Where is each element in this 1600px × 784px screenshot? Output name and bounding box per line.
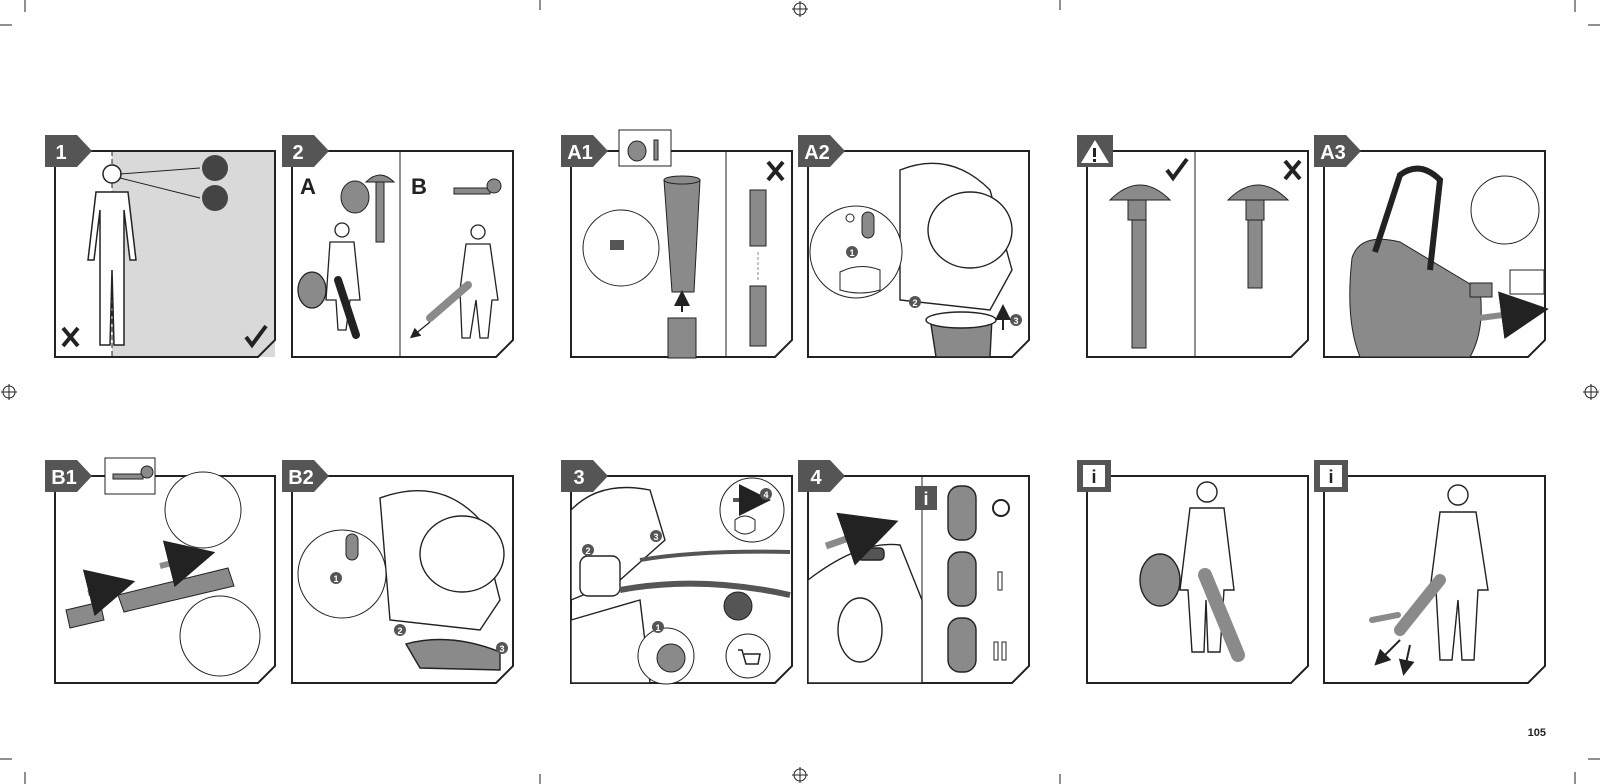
cross-mark-icon (1285, 161, 1300, 179)
callout-number: 3 (653, 532, 658, 542)
collection-bag (1350, 239, 1481, 357)
callout-number: 2 (397, 626, 402, 636)
panel-number: 3 (573, 467, 584, 489)
panel-number: 1 (55, 142, 66, 164)
power-cable (620, 584, 790, 595)
detail-magnifier (1471, 176, 1539, 244)
callout-number: 2 (585, 546, 590, 556)
panel-number: 4 (810, 467, 822, 489)
user-vacuuming (298, 223, 360, 335)
panel-3: 1 2 3 4 3 (561, 460, 792, 684)
panel-number: A2 (804, 142, 830, 164)
plug-connector (724, 592, 752, 620)
panel-info-vacuum: i (1077, 460, 1308, 683)
vacuum-tube-lower (668, 318, 696, 358)
blower-tool-icon (454, 179, 501, 194)
panel-info-blower: i (1314, 460, 1545, 683)
plug-icon (735, 516, 755, 534)
sub-label-a: A (300, 174, 316, 199)
user-vacuuming (1140, 482, 1238, 655)
panel-a3: A3 (1314, 135, 1545, 357)
hearing-protection-icon (202, 185, 228, 211)
panel-b2: 1 2 3 B2 (282, 460, 513, 683)
detail-magnifier (180, 596, 260, 676)
user-blowing (414, 225, 498, 338)
panel-b1: B1 (45, 458, 275, 683)
callout-number: 2 (912, 298, 917, 308)
eye-protection-icon (202, 155, 228, 181)
panel-number: A3 (1320, 142, 1346, 164)
long-tube-device (1110, 185, 1170, 348)
callout-number: 1 (849, 248, 854, 258)
panel-tab (45, 135, 92, 167)
panel-1: 1 (45, 135, 275, 357)
device-housing (900, 163, 1012, 357)
user-blowing (1372, 485, 1488, 660)
vacuum-tube-upper (664, 176, 700, 292)
cross-mark-icon (768, 162, 783, 180)
callout-number: 1 (655, 623, 660, 633)
switch-positions (948, 486, 976, 672)
shopping-cart-bubble (726, 634, 770, 678)
panel-number: 2 (292, 142, 303, 164)
callout-number: 1 (333, 574, 338, 584)
page-number: 105 (1528, 727, 1546, 739)
short-tube-device (1228, 185, 1288, 288)
info-icon: i (923, 489, 928, 509)
sub-label-b: B (411, 174, 427, 199)
panel-warning (1077, 135, 1308, 357)
panel-a1: A1 (561, 130, 792, 358)
detail-magnifier (298, 530, 386, 618)
callout-number: 3 (499, 644, 504, 654)
speed-one-icon (998, 572, 1002, 590)
panel-number: A1 (567, 142, 593, 164)
detail-magnifier (165, 472, 241, 548)
panel-4: i 4 (798, 460, 1029, 683)
device-housing (380, 491, 504, 670)
info-icon: i (1328, 467, 1333, 487)
off-position-icon (993, 500, 1009, 516)
device-handle (808, 544, 922, 683)
panel-2: A B 2 (282, 135, 513, 357)
speed-two-icon (994, 642, 998, 660)
cross-mark-icon (63, 328, 78, 346)
check-mark-icon (1167, 159, 1187, 178)
callout-number: 3 (1013, 316, 1018, 326)
info-icon: i (1091, 467, 1096, 487)
panel-a2: 1 2 3 A2 (798, 135, 1029, 357)
panel-number: B2 (288, 467, 314, 489)
panel-number: B1 (51, 467, 77, 489)
panel-tab (282, 135, 329, 167)
callout-number: 4 (763, 490, 768, 500)
